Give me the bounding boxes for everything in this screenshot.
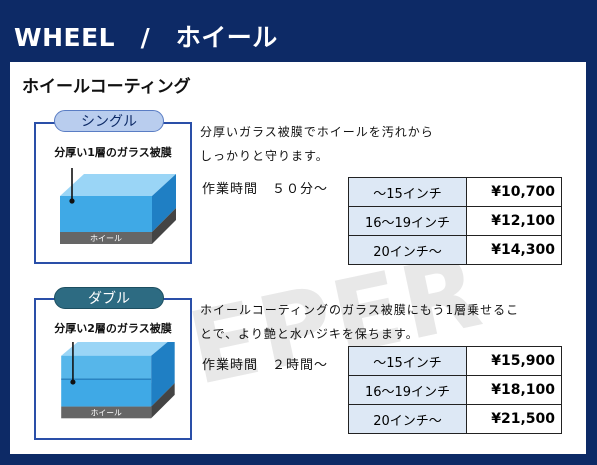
double-price-table: ～15インチ ¥15,900 16～19インチ ¥18,100 20インチ～ ¥… <box>348 346 562 434</box>
size-cell: 16～19インチ <box>348 375 467 405</box>
single-product-label: シングル <box>54 110 164 132</box>
single-work-time: 作業時間 ５０分～ <box>202 182 329 197</box>
table-row: 20インチ～ ¥21,500 <box>348 404 562 434</box>
size-cell: 20インチ～ <box>348 235 467 265</box>
price-cell: ¥15,900 <box>466 346 562 376</box>
table-row: 20インチ～ ¥14,300 <box>348 235 562 265</box>
table-row: ～15インチ ¥10,700 <box>348 177 562 207</box>
single-description-line-2: しっかりと守ります。 <box>200 149 329 163</box>
size-cell: ～15インチ <box>348 177 467 207</box>
single-layer-caption: 分厚い1層のガラス被膜 <box>54 146 172 159</box>
price-cell: ¥21,500 <box>466 404 562 434</box>
double-work-time: 作業時間 ２時間～ <box>202 358 329 373</box>
glass-coating-double-diagram-icon: ホイール <box>61 342 175 419</box>
page-header: WHEEL / ホイール <box>0 0 597 62</box>
size-cell: 16～19インチ <box>348 206 467 236</box>
double-product-label: ダブル <box>54 287 164 309</box>
wheel-base-label: ホイール <box>90 234 122 243</box>
size-cell: ～15インチ <box>348 346 467 376</box>
double-description-line-1: ホイールコーティングのガラス被膜にもう1層乗せるこ <box>200 303 520 317</box>
size-cell: 20インチ～ <box>348 404 467 434</box>
double-description-line-2: とで、より艶と水ハジキを保ちます。 <box>200 327 419 341</box>
single-layer-illustration: 分厚い1層のガラス被膜 ホイール <box>34 122 192 264</box>
table-row: ～15インチ ¥15,900 <box>348 346 562 376</box>
double-description: ホイールコーティングのガラス被膜にもう1層乗せるこ とで、より艶と水ハジキを保ち… <box>200 298 519 346</box>
single-description: 分厚いガラス被膜でホイールを汚れから しっかりと守ります。 <box>200 120 434 168</box>
double-layer-caption: 分厚い2層のガラス被膜 <box>54 322 172 335</box>
double-layer-illustration: 分厚い2層のガラス被膜 ホイール <box>34 298 192 440</box>
glass-coating-diagram-icon: ホイール <box>60 168 176 244</box>
single-description-line-1: 分厚いガラス被膜でホイールを汚れから <box>200 125 434 139</box>
page-title: WHEEL / ホイール <box>14 23 278 52</box>
price-cell: ¥12,100 <box>466 206 562 236</box>
single-price-table: ～15インチ ¥10,700 16～19インチ ¥12,100 20インチ～ ¥… <box>348 177 562 265</box>
price-cell: ¥18,100 <box>466 375 562 405</box>
table-row: 16～19インチ ¥18,100 <box>348 375 562 405</box>
content-panel: KEEPER ホイールコーティング 分厚い1層のガラス被膜 ホイール シングル … <box>10 62 586 454</box>
price-cell: ¥10,700 <box>466 177 562 207</box>
table-row: 16～19インチ ¥12,100 <box>348 206 562 236</box>
price-cell: ¥14,300 <box>466 235 562 265</box>
wheel-base-label: ホイール <box>91 408 122 417</box>
section-title: ホイールコーティング <box>22 77 191 97</box>
